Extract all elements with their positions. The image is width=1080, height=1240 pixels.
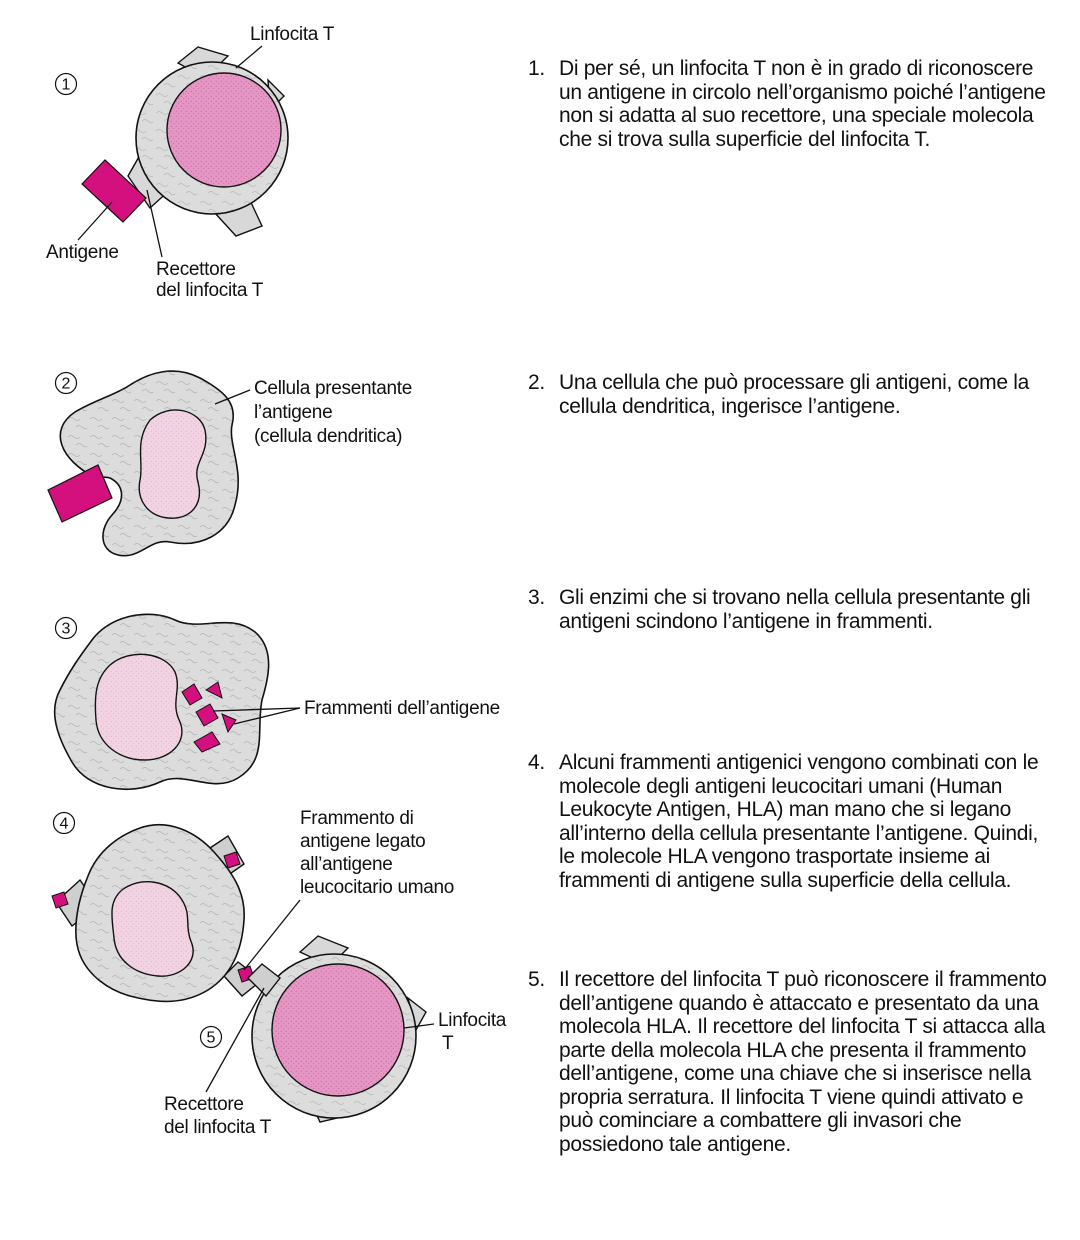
label-linfocita-t-5b: T xyxy=(442,1033,454,1054)
dendritic-cell xyxy=(53,613,270,791)
antigen xyxy=(47,464,113,523)
stage-4-5: 4 5 xyxy=(51,808,507,1138)
hla-fragment xyxy=(223,851,241,869)
step-5-number: 5. xyxy=(528,968,545,991)
step-1-text: Di per sé, un linfocita T non è in grado… xyxy=(559,57,1046,151)
label-recettore-1-a: Recettore xyxy=(156,259,236,280)
step-3: 3. Gli enzimi che si trovano nella cellu… xyxy=(528,586,1058,633)
bound-receptor xyxy=(247,963,281,998)
svg-text:4: 4 xyxy=(60,816,69,833)
label-recettore-5-b: del linfocita T xyxy=(164,1117,272,1138)
label-frammenti: Frammenti dell’antigene xyxy=(304,698,500,719)
step-2: 2. Una cellula che può processare gli an… xyxy=(528,371,1058,418)
label-recettore-1-b: del linfocita T xyxy=(156,280,264,301)
marker-1: 1 xyxy=(54,72,78,96)
stage-2: 2 Cellula presentante l’antigene (cellul… xyxy=(47,370,412,557)
marker-2: 2 xyxy=(54,371,78,395)
step-3-text: Gli enzimi che si trovano nella cellula … xyxy=(559,586,1031,633)
step-4-text: Alcuni frammenti antigenici vengono comb… xyxy=(559,751,1039,892)
step-2-text: Una cellula che può processare gli antig… xyxy=(559,371,1030,418)
step-1-number: 1. xyxy=(528,57,545,80)
label-recettore-5-a: Recettore xyxy=(164,1094,244,1115)
stage-1: 1 Linfocita T Antigene Recettore del lin… xyxy=(46,24,335,301)
svg-text:2: 2 xyxy=(62,376,71,393)
marker-3: 3 xyxy=(54,616,78,640)
step-5: 5. Il recettore del linfocita T può rico… xyxy=(528,968,1058,1156)
label-linfocita-t-5a: Linfocita xyxy=(438,1010,507,1031)
label-frammento-2: antigene legato xyxy=(300,831,425,852)
marker-4: 4 xyxy=(52,811,76,835)
step-4: 4. Alcuni frammenti antigenici vengono c… xyxy=(528,751,1058,892)
t-lymphocyte-1 xyxy=(135,61,289,215)
svg-text:5: 5 xyxy=(207,1030,216,1047)
label-apc-1: Cellula presentante xyxy=(254,378,412,399)
step-3-number: 3. xyxy=(528,586,545,609)
fragment xyxy=(221,713,237,734)
fragment xyxy=(193,731,221,753)
label-frammento-1: Frammento di xyxy=(300,808,414,829)
stage-3: 3 Frammenti dell’antigene xyxy=(53,613,500,791)
svg-text:3: 3 xyxy=(62,621,71,638)
fragment xyxy=(195,703,219,727)
fragment xyxy=(181,683,203,706)
label-apc-3: (cellula dendritica) xyxy=(254,426,402,447)
marker-5: 5 xyxy=(199,1025,223,1049)
label-frammento-3: all’antigene xyxy=(300,854,393,875)
label-linfocita-t: Linfocita T xyxy=(250,24,335,45)
antigen xyxy=(81,159,147,223)
fragment xyxy=(205,681,223,699)
label-apc-2: l’antigene xyxy=(254,402,332,423)
dendritic-cell xyxy=(59,370,239,557)
hla-fragment xyxy=(51,891,69,909)
antigen-fragments xyxy=(181,681,237,753)
svg-text:1: 1 xyxy=(62,77,71,94)
step-1: 1. Di per sé, un linfocita T non è in gr… xyxy=(528,57,1058,151)
label-antigene: Antigene xyxy=(46,242,119,263)
t-lymphocyte-5 xyxy=(251,953,417,1119)
step-4-number: 4. xyxy=(528,751,545,774)
label-frammento-4: leucocitario umano xyxy=(300,877,454,898)
step-5-text: Il recettore del linfocita T può riconos… xyxy=(559,968,1047,1156)
dendritic-cell xyxy=(75,823,245,1003)
step-2-number: 2. xyxy=(528,371,545,394)
